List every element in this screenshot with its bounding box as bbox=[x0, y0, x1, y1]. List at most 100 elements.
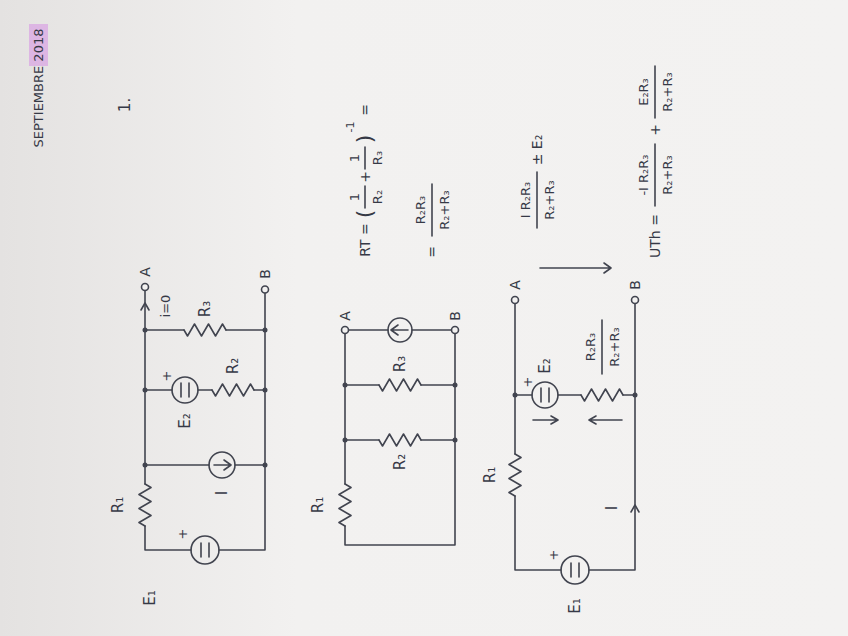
fraction-bar bbox=[654, 66, 656, 206]
terminal-dot bbox=[262, 286, 269, 293]
junction-dot bbox=[343, 438, 348, 443]
terminal-dot bbox=[512, 297, 519, 304]
component-label: R₂ bbox=[226, 358, 241, 374]
terminal-label: B bbox=[628, 280, 642, 290]
resistor-symbol bbox=[184, 324, 226, 336]
formula-text: -1 bbox=[345, 122, 356, 133]
polarity-mark: + bbox=[160, 371, 173, 382]
wire bbox=[145, 526, 191, 550]
junction-dot bbox=[633, 393, 638, 398]
terminal-dot bbox=[452, 327, 459, 334]
component-label: R₂+R₃ bbox=[608, 327, 621, 366]
wire bbox=[515, 496, 561, 570]
polarity-mark: + bbox=[521, 377, 534, 388]
wire bbox=[145, 464, 265, 466]
formula-text: UTh = bbox=[648, 214, 662, 258]
circuit-passive bbox=[339, 147, 459, 545]
voltage-source-symbol bbox=[532, 382, 558, 408]
wire bbox=[198, 389, 212, 391]
voltage-arrow bbox=[540, 263, 611, 273]
formula-text: R₂ bbox=[371, 190, 384, 204]
formula-text: R₃ bbox=[371, 151, 384, 165]
terminal-label: B bbox=[448, 311, 462, 321]
circuit-original bbox=[139, 284, 269, 565]
fraction-bar bbox=[431, 184, 433, 236]
current-arrow bbox=[631, 505, 639, 512]
wire bbox=[514, 304, 516, 455]
wire bbox=[219, 293, 265, 550]
circuit-reduced bbox=[509, 66, 655, 584]
test-source-symbol bbox=[391, 325, 408, 335]
resistor-symbol bbox=[212, 384, 254, 396]
formula-text: = bbox=[358, 104, 372, 116]
voltage-arrow bbox=[589, 416, 622, 424]
page-title: SEPTIEMBRE 2018 bbox=[32, 29, 45, 148]
formula-text: -I R₂R₃ bbox=[637, 154, 650, 195]
resistor-symbol bbox=[139, 484, 151, 526]
formula-text: 1 bbox=[348, 154, 361, 162]
voltage-source-symbol bbox=[181, 383, 189, 397]
resistor-symbol bbox=[581, 389, 623, 401]
component-label: R₂ bbox=[393, 454, 408, 470]
component-label: E₂ bbox=[538, 358, 553, 374]
component-label: I bbox=[605, 506, 620, 510]
wire bbox=[226, 329, 265, 331]
formula-text: + bbox=[648, 124, 662, 136]
question-number: 1. bbox=[118, 98, 133, 112]
polarity-mark: + bbox=[547, 550, 560, 561]
wire bbox=[515, 394, 532, 396]
junction-dot bbox=[263, 463, 268, 468]
component-label: E₁ bbox=[568, 598, 583, 614]
junction-dot bbox=[143, 328, 148, 333]
formula-text: R₂+R₃ bbox=[661, 155, 674, 194]
formula-text: E₂R₃ bbox=[637, 78, 650, 106]
current-arrow bbox=[141, 303, 149, 310]
formula-text: I R₂R₃ bbox=[519, 182, 532, 218]
component-label: I bbox=[215, 491, 230, 495]
junction-dot bbox=[513, 393, 518, 398]
wire bbox=[344, 334, 346, 485]
component-label: E₁ bbox=[143, 590, 158, 606]
formula-text: RT = bbox=[358, 223, 372, 256]
formula-text: ( bbox=[354, 210, 376, 219]
terminal-label: A bbox=[138, 267, 152, 277]
terminal-label: A bbox=[338, 311, 352, 321]
junction-dot bbox=[263, 328, 268, 333]
junction-dot bbox=[263, 388, 268, 393]
formula-text: ) bbox=[354, 135, 376, 144]
junction-dot bbox=[453, 438, 458, 443]
component-label: R₁ bbox=[483, 467, 498, 483]
junction-dot bbox=[143, 388, 148, 393]
voltage-source-symbol bbox=[541, 388, 549, 402]
component-label: R₃ bbox=[198, 301, 213, 317]
resistor-symbol bbox=[379, 434, 421, 446]
junction-dot bbox=[453, 383, 458, 388]
resistor-symbol bbox=[509, 454, 521, 496]
resistor-symbol bbox=[339, 484, 351, 526]
component-label: R₁ bbox=[111, 497, 126, 513]
current-label: i=0 bbox=[159, 295, 172, 318]
component-label: R₁ bbox=[311, 497, 326, 513]
voltage-arrow bbox=[533, 416, 558, 424]
polarity-mark: + bbox=[176, 529, 189, 540]
terminal-dot bbox=[342, 327, 349, 334]
terminal-dot bbox=[632, 297, 639, 304]
terminal-label: B bbox=[258, 269, 272, 279]
formula-text: R₂R₃ bbox=[414, 196, 427, 225]
formula-text: R₂+R₃ bbox=[661, 72, 674, 111]
component-label: E₂ bbox=[178, 413, 193, 429]
wire bbox=[345, 334, 455, 546]
wire bbox=[145, 389, 172, 391]
junction-dot bbox=[343, 383, 348, 388]
fraction-bar bbox=[601, 320, 603, 374]
formula-text: R₂+R₃ bbox=[438, 190, 451, 229]
formula-text: ± E₂ bbox=[530, 135, 544, 166]
formula-text: + bbox=[358, 171, 372, 183]
voltage-source-symbol bbox=[561, 556, 589, 584]
resistor-symbol bbox=[379, 379, 421, 391]
test-source-symbol bbox=[388, 318, 412, 342]
formula-text: 1 bbox=[348, 193, 361, 201]
voltage-source-symbol bbox=[571, 563, 579, 577]
